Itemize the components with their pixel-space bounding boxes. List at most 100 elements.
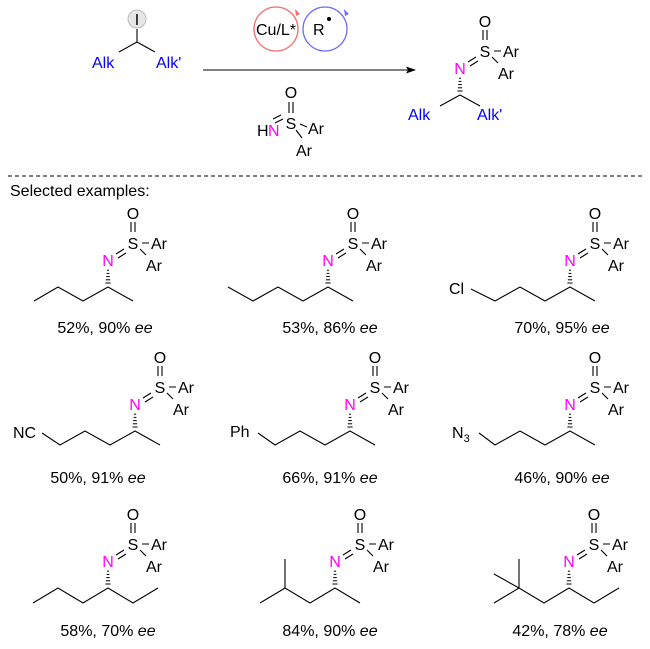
tert-butyl-branches: [493, 559, 520, 589]
s-ar-bonds: [295, 123, 308, 139]
s-o-double-bond: [592, 366, 598, 376]
sulfur-label: S: [590, 380, 601, 397]
nitrogen-label: N: [564, 397, 576, 414]
hashed-wedge-bond: [567, 269, 573, 284]
aryl-label: Ar: [373, 559, 390, 576]
s-o-double-bond: [372, 366, 378, 376]
n-s-double-bond: [577, 248, 589, 259]
hashed-wedge-bond: [457, 77, 463, 92]
nitrogen-label: N: [564, 253, 576, 270]
hashed-wedge-bond: [567, 413, 573, 428]
nitrogen-label: N: [329, 554, 341, 571]
yield-labels: 52%, 90% ee 53%, 86% ee 70%, 95% ee 50%,…: [50, 320, 609, 640]
sulfur-label: S: [355, 537, 366, 554]
alkyl-chain: [493, 587, 620, 604]
s-o-double-bond: [130, 523, 136, 533]
s-o-double-bond: [130, 222, 136, 232]
oxygen-label: O: [588, 507, 600, 524]
example-1: [33, 286, 134, 302]
sulfoximine-reagent: O S H N Ar Ar: [257, 85, 325, 160]
hashed-wedge-bond: [105, 269, 111, 284]
aryl-label: Ar: [308, 121, 325, 138]
alkyl-chain: [33, 286, 134, 302]
oxygen-label: O: [285, 85, 297, 102]
sulfur-label: S: [590, 236, 601, 253]
nitrogen-label: N: [344, 397, 356, 414]
substrate-bonds: [118, 29, 156, 53]
alkyl-iodide-substrate: I Alk Alk': [92, 9, 181, 72]
s-o-double-bond: [357, 523, 363, 533]
yield-ee-label: 50%, 91% ee: [50, 470, 145, 487]
yield-ee-label: 66%, 91% ee: [282, 470, 377, 487]
s-o-double-bond: [482, 30, 488, 40]
sulfur-label: S: [286, 116, 297, 133]
n-s-double-bond: [467, 56, 479, 67]
nitrogen-label: N: [268, 123, 280, 140]
alk-label: Alk: [92, 55, 115, 72]
s-o-double-bond: [350, 222, 356, 232]
n-s-double-bond: [576, 549, 588, 560]
azide-label: N3: [452, 425, 470, 445]
example-3: Cl: [449, 281, 596, 302]
n-s-double-bond: [115, 549, 127, 560]
aryl-label: Ar: [173, 402, 190, 419]
s-o-double-bond: [592, 222, 598, 232]
yield-ee-label: 42%, 78% ee: [512, 623, 607, 640]
s-ar-bonds: [139, 543, 149, 557]
s-ar-bonds: [601, 242, 611, 256]
example-6: N3: [452, 425, 596, 446]
example-2: [227, 286, 354, 302]
alkyl-chain: [257, 430, 376, 446]
aryl-label: Ar: [503, 44, 520, 61]
yield-ee-label: 84%, 90% ee: [282, 623, 377, 640]
radical-cycle: [302, 6, 348, 52]
yield-ee-label: 70%, 95% ee: [514, 320, 609, 337]
nitrogen-label: N: [129, 397, 141, 414]
n-s-double-bond: [357, 392, 369, 403]
sulfur-label: S: [128, 236, 139, 253]
aryl-label: Ar: [608, 402, 625, 419]
s-ar-bonds: [359, 242, 369, 256]
copper-cycle: [253, 6, 299, 52]
aryl-label: Ar: [608, 258, 625, 275]
alkyl-chain: [478, 430, 596, 446]
hashed-wedge-bond: [566, 570, 572, 585]
hydrogen-label: H: [257, 123, 269, 140]
section-title: Selected examples:: [10, 183, 150, 200]
s-ar-bonds: [491, 50, 501, 64]
aryl-label: Ar: [146, 559, 163, 576]
radical-label: R: [313, 22, 325, 39]
example-8: [259, 559, 361, 604]
oxygen-label: O: [127, 507, 139, 524]
iodide-label: I: [135, 12, 139, 29]
s-ar-bonds: [381, 386, 391, 400]
s-ar-bonds: [366, 543, 376, 557]
example-7: [32, 587, 159, 604]
nitrogen-label: N: [102, 554, 114, 571]
radical-cycle-arrowhead: [344, 9, 349, 16]
yield-ee-label: 58%, 70% ee: [60, 623, 155, 640]
n-s-double-bond: [342, 549, 354, 560]
alkyl-chain: [41, 430, 161, 446]
nitrogen-label: N: [563, 554, 575, 571]
radical-dot: [327, 17, 331, 21]
sulfur-label: S: [370, 380, 381, 397]
yield-ee-label: 52%, 90% ee: [57, 320, 152, 337]
reaction-arrow: [203, 66, 416, 74]
catalytic-cycles: Cu/L* R: [253, 6, 349, 52]
nitrogen-label: N: [102, 253, 114, 270]
product-bonds: [439, 94, 481, 107]
oxygen-label: O: [589, 350, 601, 367]
n-s-double-bond: [115, 248, 127, 259]
n-s-double-bond: [272, 114, 284, 124]
s-ar-bonds: [139, 242, 149, 256]
